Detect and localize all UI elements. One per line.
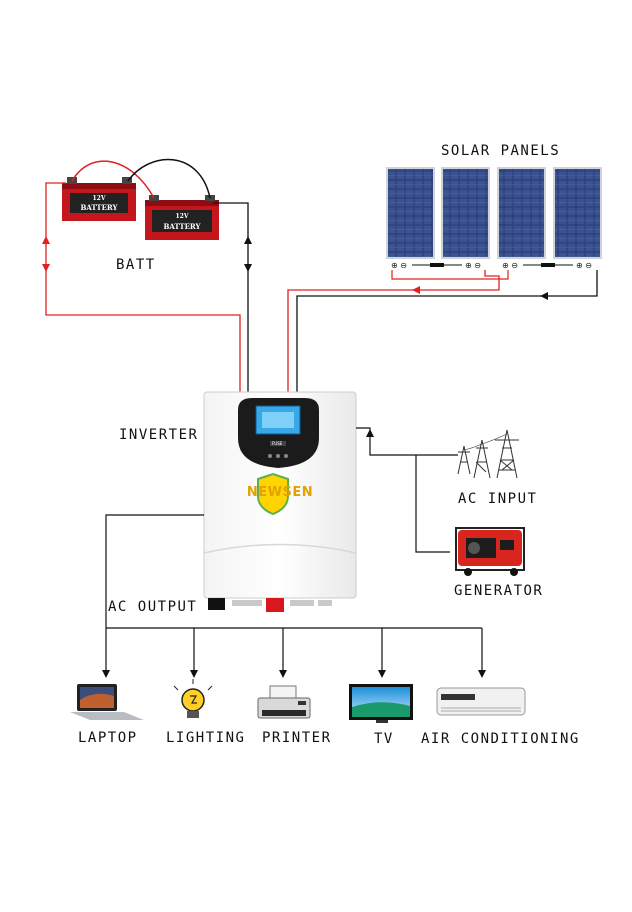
printer-icon (257, 685, 311, 719)
ac-input-wire (356, 427, 458, 456)
svg-text:⊕ ⊖: ⊕ ⊖ (465, 261, 481, 270)
battery-voltage-text: 12V (92, 195, 105, 202)
solar-panels-label: SOLAR PANELS (441, 143, 561, 159)
solar-panel-array: ⊕ ⊖ ⊕ ⊖ ⊕ ⊖ ⊕ ⊖ (386, 167, 602, 270)
battery-label-text: BATTERY (80, 203, 118, 212)
ac-input-label: AC INPUT (458, 491, 538, 507)
ac-output-label: AC OUTPUT (108, 599, 198, 615)
tv-icon (349, 684, 413, 723)
battery-positive-wire (45, 182, 241, 392)
ac-output-wire (105, 514, 204, 672)
battery-link-negative (127, 158, 211, 199)
svg-text:FUSE: FUSE (272, 441, 283, 446)
battery-label-text: BATTERY (163, 222, 201, 231)
battery-left: 12V BATTERY (62, 177, 136, 221)
tv-label: TV (374, 731, 394, 747)
battery-right: 12V BATTERY (145, 195, 219, 240)
solar-positive-link (391, 270, 509, 280)
laptop-icon (70, 684, 144, 720)
inverter-label: INVERTER (119, 427, 199, 443)
svg-text:⊕ ⊖: ⊕ ⊖ (502, 261, 518, 270)
inverter-unit: FUSE NEWSEN (203, 391, 357, 612)
lighting-label: LIGHTING (166, 730, 246, 746)
power-pylon-icon (457, 429, 519, 479)
air-conditioning-label: AIR CONDITIONING (421, 731, 580, 747)
laptop-label: LAPTOP (78, 730, 138, 746)
air-conditioner-icon (436, 687, 526, 716)
generator-label: GENERATOR (454, 583, 544, 599)
battery-negative-wire (213, 202, 249, 392)
svg-text:⊕ ⊖: ⊕ ⊖ (576, 261, 592, 270)
generator-icon (455, 527, 525, 576)
battery-voltage-text: 12V (175, 213, 188, 220)
batt-label: BATT (116, 257, 156, 273)
battery-link-positive (71, 160, 155, 199)
solar-negative-wire (296, 270, 598, 392)
svg-text:⊕ ⊖: ⊕ ⊖ (391, 261, 407, 270)
generator-wire (415, 455, 450, 553)
printer-label: PRINTER (262, 730, 332, 746)
inverter-brand: NEWSEN (247, 485, 313, 500)
solar-positive-wire (287, 270, 500, 392)
lightbulb-icon (173, 679, 213, 718)
